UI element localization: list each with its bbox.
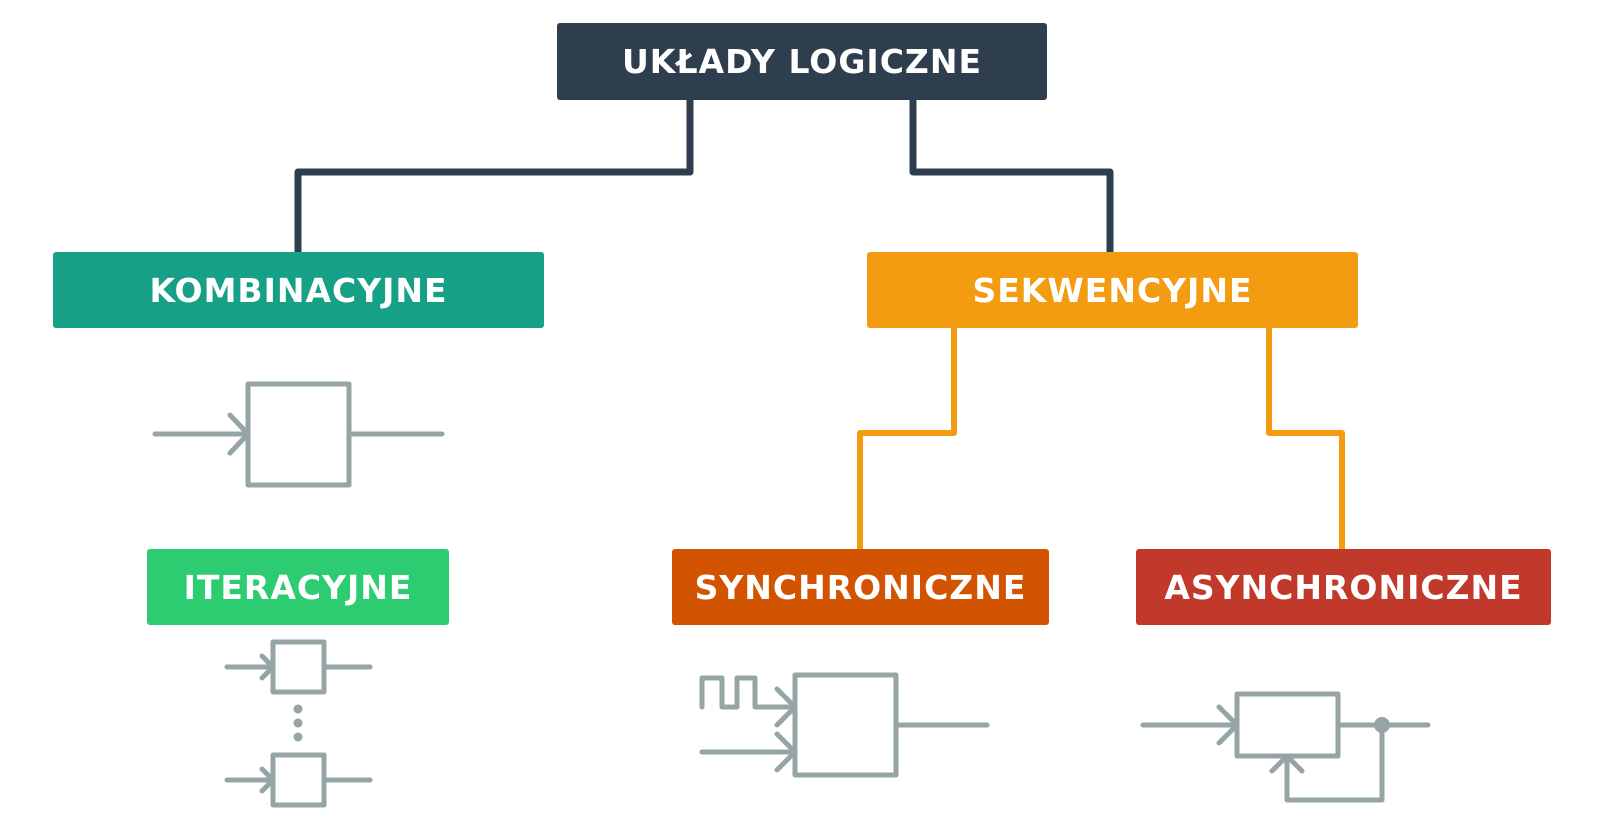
connector-root-to-sequential xyxy=(909,100,1114,252)
synchronous-symbol xyxy=(699,672,990,778)
iterative-symbol xyxy=(224,639,373,808)
iterative-ellipsis-dot-1 xyxy=(293,704,303,714)
iterative-block-bottom xyxy=(270,752,327,808)
feedback-loop-line xyxy=(1284,722,1385,803)
sequential-connectors xyxy=(857,328,1345,549)
node-synchronous: SYNCHRONICZNE xyxy=(672,549,1049,625)
asynchronous-block xyxy=(1234,691,1341,759)
connector-root-to-combinational xyxy=(294,100,694,252)
combinational-block xyxy=(245,381,352,488)
node-iterative: ITERACYJNE xyxy=(147,549,449,625)
connector-sequential-to-synchronous xyxy=(857,328,957,549)
iterative-ellipsis-dot-3 xyxy=(293,732,303,742)
synchronous-block xyxy=(792,672,899,778)
iterative-block-top xyxy=(270,639,327,695)
combinational-input-arrow-icon xyxy=(227,412,251,456)
node-root: UKŁADY LOGICZNE xyxy=(557,23,1047,100)
node-asynchronous: ASYNCHRONICZNE xyxy=(1136,549,1551,625)
iterative-top-input-arrow-icon xyxy=(259,653,276,681)
iterative-ellipsis-dot-2 xyxy=(293,718,303,728)
clock-input-arrow-icon xyxy=(774,686,798,728)
asynchronous-input-arrow-icon xyxy=(1216,704,1240,746)
node-sequential: SEKWENCYJNE xyxy=(867,252,1358,328)
asynchronous-symbol xyxy=(1140,691,1431,803)
synchronous-data-input-arrow-icon xyxy=(774,731,798,773)
feedback-arrow-icon xyxy=(1269,753,1305,774)
node-combinational: KOMBINACYJNE xyxy=(53,252,544,328)
connector-sequential-to-asynchronous xyxy=(1266,328,1345,549)
clock-signal-icon xyxy=(699,675,798,710)
root-connectors xyxy=(294,100,1114,252)
combinational-symbol xyxy=(152,381,445,488)
iterative-bottom-input-arrow-icon xyxy=(259,766,276,794)
